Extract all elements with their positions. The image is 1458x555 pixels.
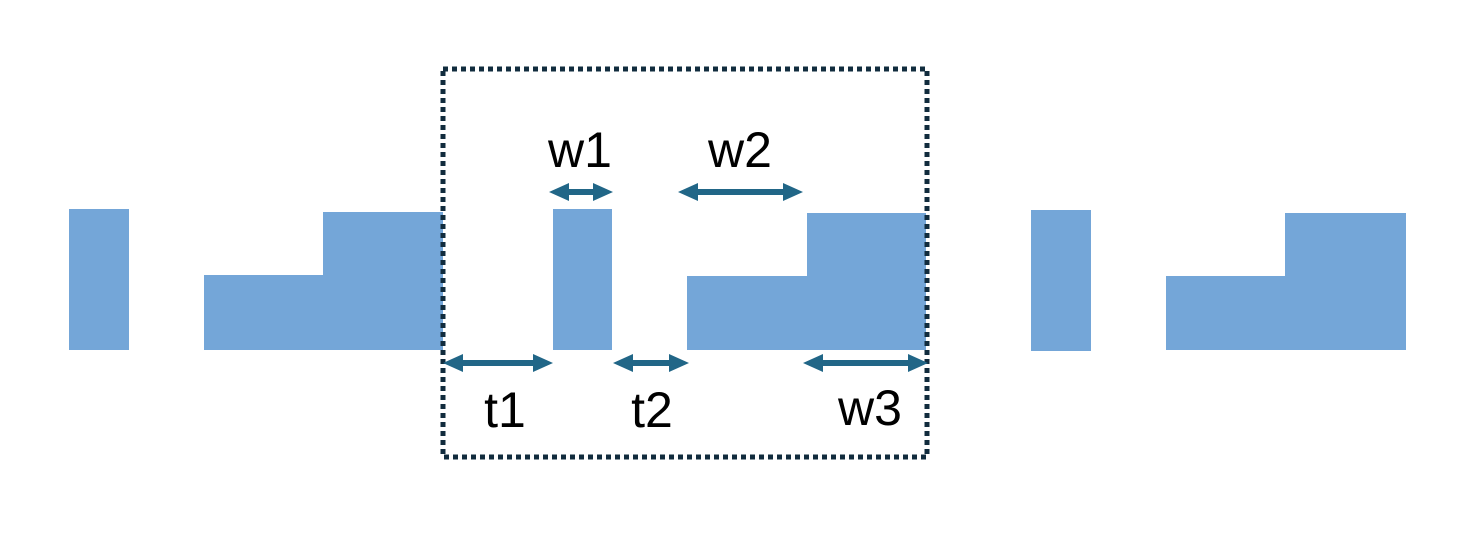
w2-dimension-arrow bbox=[678, 183, 803, 201]
dimension-label-t1: t1 bbox=[484, 382, 526, 438]
arrowhead-left bbox=[803, 354, 823, 372]
arrowhead-right bbox=[908, 354, 928, 372]
arrowhead-right bbox=[533, 354, 553, 372]
arrowhead-right bbox=[783, 183, 803, 201]
unit-cell-dotted-border bbox=[440, 66, 930, 460]
grating-step-left-upper bbox=[323, 212, 443, 350]
grating-step-cell-upper bbox=[807, 213, 926, 350]
arrowhead-left bbox=[678, 183, 698, 201]
arrowhead-left bbox=[549, 183, 569, 201]
grating-pillar-right bbox=[1031, 210, 1091, 351]
grating-step-right-upper bbox=[1285, 213, 1406, 350]
grating-pillar-cell bbox=[553, 209, 612, 350]
arrowhead-left bbox=[613, 354, 633, 372]
dimension-label-w3: w3 bbox=[838, 380, 902, 436]
w1-dimension-arrow bbox=[549, 183, 613, 201]
unit-cell-outline bbox=[440, 66, 930, 460]
dimension-label-t2: t2 bbox=[631, 382, 673, 438]
dimension-label-w1: w1 bbox=[548, 122, 612, 178]
arrowhead-right bbox=[593, 183, 613, 201]
grating-pillar-left bbox=[69, 209, 129, 350]
t2-dimension-arrow bbox=[613, 354, 689, 372]
arrowhead-left bbox=[443, 354, 463, 372]
dimension-label-w2: w2 bbox=[708, 122, 772, 178]
w3-dimension-arrow bbox=[803, 354, 928, 372]
arrowhead-right bbox=[669, 354, 689, 372]
t1-dimension-arrow bbox=[443, 354, 553, 372]
